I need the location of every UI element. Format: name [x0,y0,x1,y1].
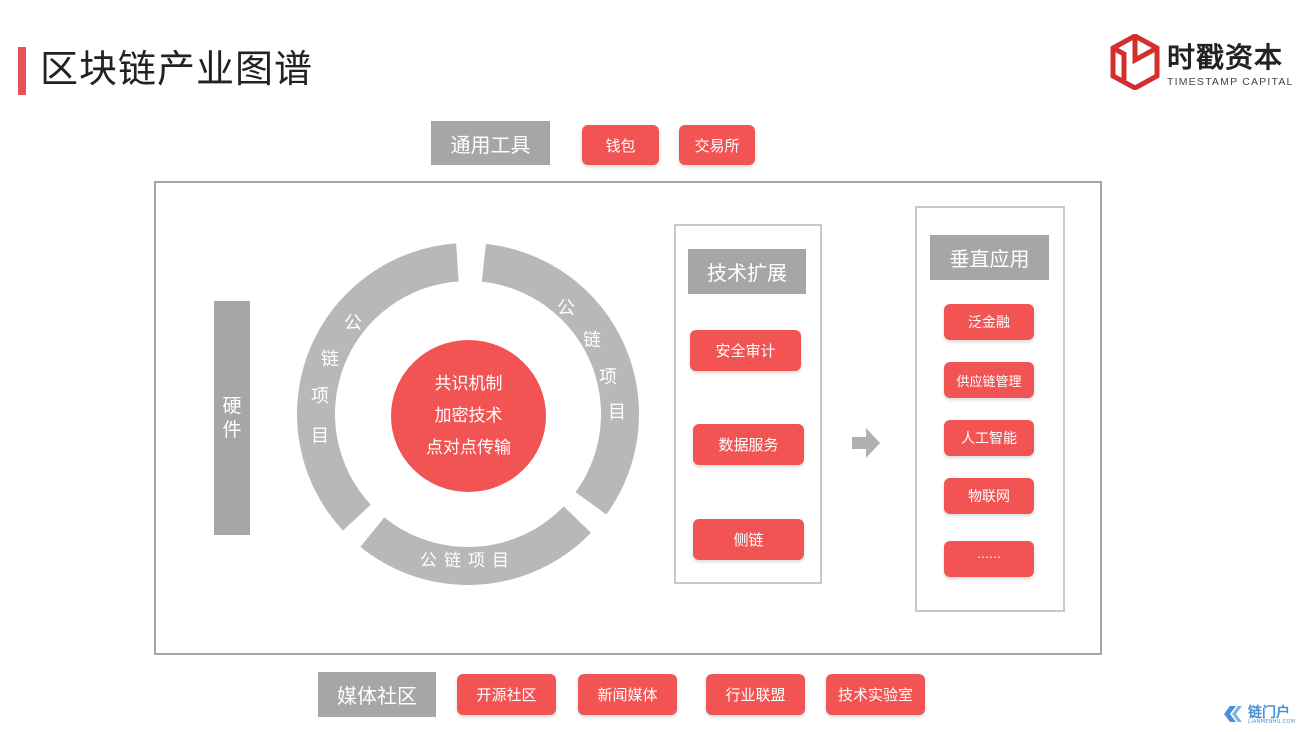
tool-wallet: 钱包 [582,125,659,165]
watermark-sub: LIANMENHU.COM [1248,719,1296,725]
ring-right-char: 目 [608,402,626,423]
app-ai: 人工智能 [944,420,1034,456]
app-supply-chain: 供应链管理 [944,362,1034,398]
ring-bottom-label: 公链项目 [420,551,516,571]
core-line: 共识机制 [434,374,503,394]
ring-segment-right [481,243,639,515]
media-community-label: 媒体社区 [318,672,436,717]
core-line: 点对点传输 [426,438,511,458]
watermark-name: 链门户 [1248,705,1290,721]
brand-name: 时戳资本 [1167,41,1284,74]
watermark-logo-icon [1224,706,1242,722]
tech-data-service: 数据服务 [693,424,804,465]
ring-right-char: 项 [599,367,617,388]
media-open-source: 开源社区 [457,674,556,715]
title-accent-bar [18,47,26,95]
ring-left-char: 目 [311,426,329,447]
media-alliance: 行业联盟 [706,674,805,715]
ring-right-char: 链 [583,330,601,351]
public-chain-ring [297,243,639,585]
hardware-char: 件 [222,419,242,441]
ring-segment-bottom [360,506,592,585]
hexagon-cube-logo-icon [1110,34,1160,90]
app-finance: 泛金融 [944,304,1034,340]
ring-left-char: 链 [321,349,339,370]
hardware-bar: 硬 件 [214,301,250,535]
page-title: 区块链产业图谱 [40,47,314,91]
media-lab: 技术实验室 [826,674,925,715]
ring-left-char: 项 [311,386,329,407]
media-news: 新闻媒体 [578,674,677,715]
core-line: 加密技术 [434,406,503,426]
ring-right-char: 公 [557,298,575,319]
vertical-apps-label: 垂直应用 [930,235,1049,280]
tech-sidechain: 侧链 [693,519,804,560]
ring-segment-left [297,243,459,531]
arrow-right-icon [852,428,880,458]
brand-logo: 时戳资本 TIMESTAMP CAPITAL [1110,34,1305,94]
tool-exchange: 交易所 [679,125,755,165]
ring-left-char: 公 [344,313,362,334]
app-more: …… [944,541,1034,577]
tech-security-audit: 安全审计 [690,330,801,371]
tech-extension-label: 技术扩展 [688,249,806,294]
general-tools-label: 通用工具 [431,121,550,165]
brand-subtitle: TIMESTAMP CAPITAL [1167,76,1294,88]
core-technology-circle: 共识机制 加密技术 点对点传输 [391,340,546,492]
watermark: 链门户 LIANMENHU.COM [1222,700,1302,728]
app-iot: 物联网 [944,478,1034,514]
hardware-char: 硬 [222,395,242,417]
